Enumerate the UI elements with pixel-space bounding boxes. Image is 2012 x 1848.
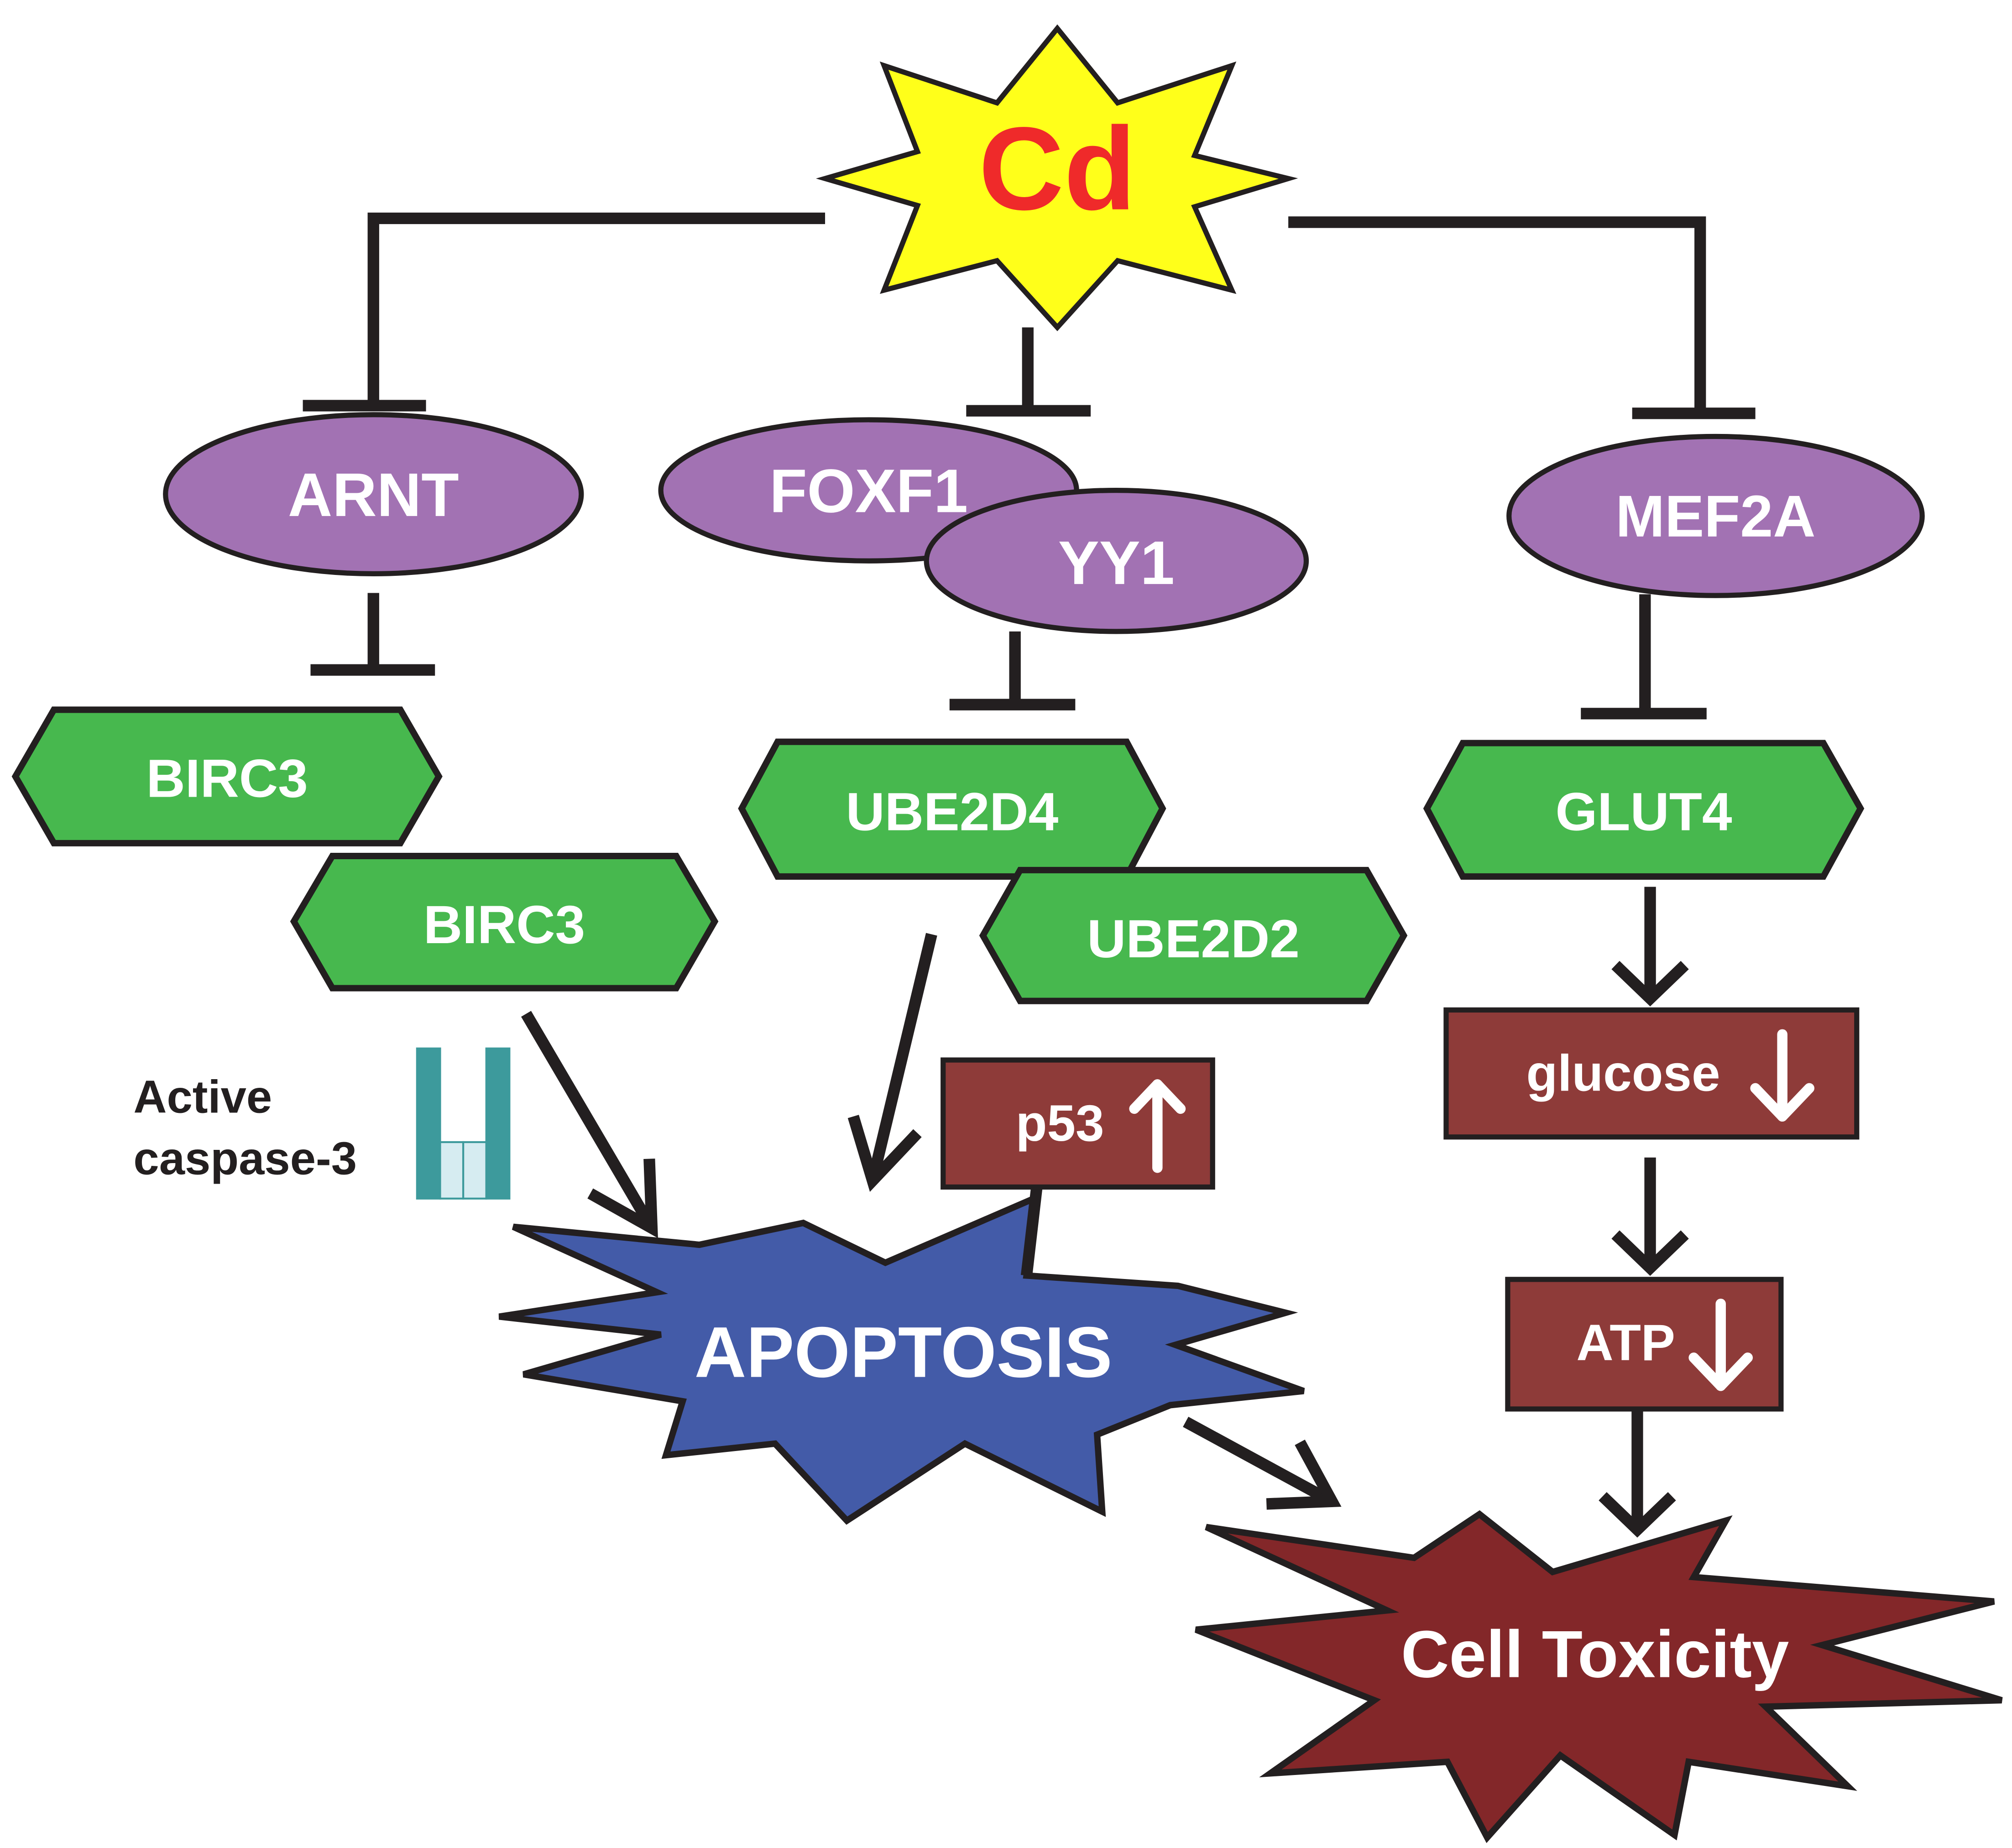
up-arrow-icon <box>1129 1079 1186 1173</box>
caspase-3-indicator: Active caspase-3 <box>133 1047 511 1200</box>
p53-to-apoptosis-connector <box>1020 1186 1043 1276</box>
mef2a-ellipse <box>1506 433 1925 598</box>
birc3-bottom-hexagon <box>290 852 719 992</box>
ube2d4-hexagon <box>738 738 1166 880</box>
genes: BIRC3 BIRC3 UBE2D4 UBE2D2 GLUT4 <box>11 706 1865 1004</box>
atp-down-arrow-icon <box>1688 1299 1753 1391</box>
activation-arrows <box>521 887 1689 1538</box>
ube2d4-to-apoptosis-arrow <box>847 933 937 1192</box>
boxes: p53 glucose ATP <box>941 1007 1860 1412</box>
cd-to-mef2a-connector <box>1288 216 1706 413</box>
apoptosis-node: APOPTOSIS <box>498 1192 1305 1525</box>
cell-toxicity-node: Cell Toxicity <box>1195 1510 2003 1843</box>
glucose-label: glucose <box>1526 1044 1720 1102</box>
birc3-top-label: BIRC3 <box>146 749 308 809</box>
apoptosis-star-shape <box>498 1192 1305 1525</box>
birc3-to-apoptosis-arrow <box>521 1011 658 1238</box>
cell-toxicity-star-shape <box>1195 1510 2003 1843</box>
apoptosis-to-toxicity-arrow <box>1183 1416 1342 1510</box>
foxf1-label: FOXF1 <box>769 456 968 525</box>
birc3-bottom-label: BIRC3 <box>423 895 585 955</box>
cd-node: Cd <box>815 24 1298 331</box>
cd-to-arnt-connector <box>367 212 826 406</box>
cell-toxicity-label: Cell Toxicity <box>1401 1617 1789 1691</box>
birc3-top-hexagon <box>11 706 443 846</box>
mef2a-label: MEF2A <box>1615 484 1815 549</box>
ube2d2-label: UBE2D2 <box>1087 909 1300 969</box>
glut4-to-glucose-arrow <box>1611 887 1689 1007</box>
arnt-ellipse <box>163 412 584 576</box>
cd-label: Cd <box>979 103 1136 235</box>
atp-to-toxicity-arrow <box>1599 1409 1676 1538</box>
inhibition-connectors <box>303 212 1756 720</box>
atp-label: ATP <box>1576 1314 1675 1371</box>
transcription-factors: ARNT FOXF1 YY1 MEF2A <box>163 412 1925 634</box>
ube2d2-hexagon <box>979 867 1408 1004</box>
caspase-label-line1: Active <box>133 1071 272 1122</box>
apoptosis-label: APOPTOSIS <box>695 1312 1113 1393</box>
caspase-label-line2: caspase-3 <box>133 1133 357 1184</box>
yy1-ellipse <box>924 487 1309 634</box>
yy1-label: YY1 <box>1058 528 1175 597</box>
ube2d4-label: UBE2D4 <box>846 782 1058 842</box>
glut4-hexagon <box>1423 740 1865 880</box>
p53-box <box>941 1057 1215 1190</box>
atp-box <box>1505 1277 1784 1412</box>
bar-chart-icon <box>416 1047 511 1200</box>
arnt-label: ARNT <box>288 460 459 529</box>
cd-star-shape <box>815 24 1298 331</box>
glucose-to-atp-arrow <box>1611 1157 1689 1276</box>
glucose-down-arrow-icon <box>1750 1029 1814 1122</box>
p53-label: p53 <box>1016 1094 1104 1152</box>
glut4-label: GLUT4 <box>1555 782 1732 842</box>
